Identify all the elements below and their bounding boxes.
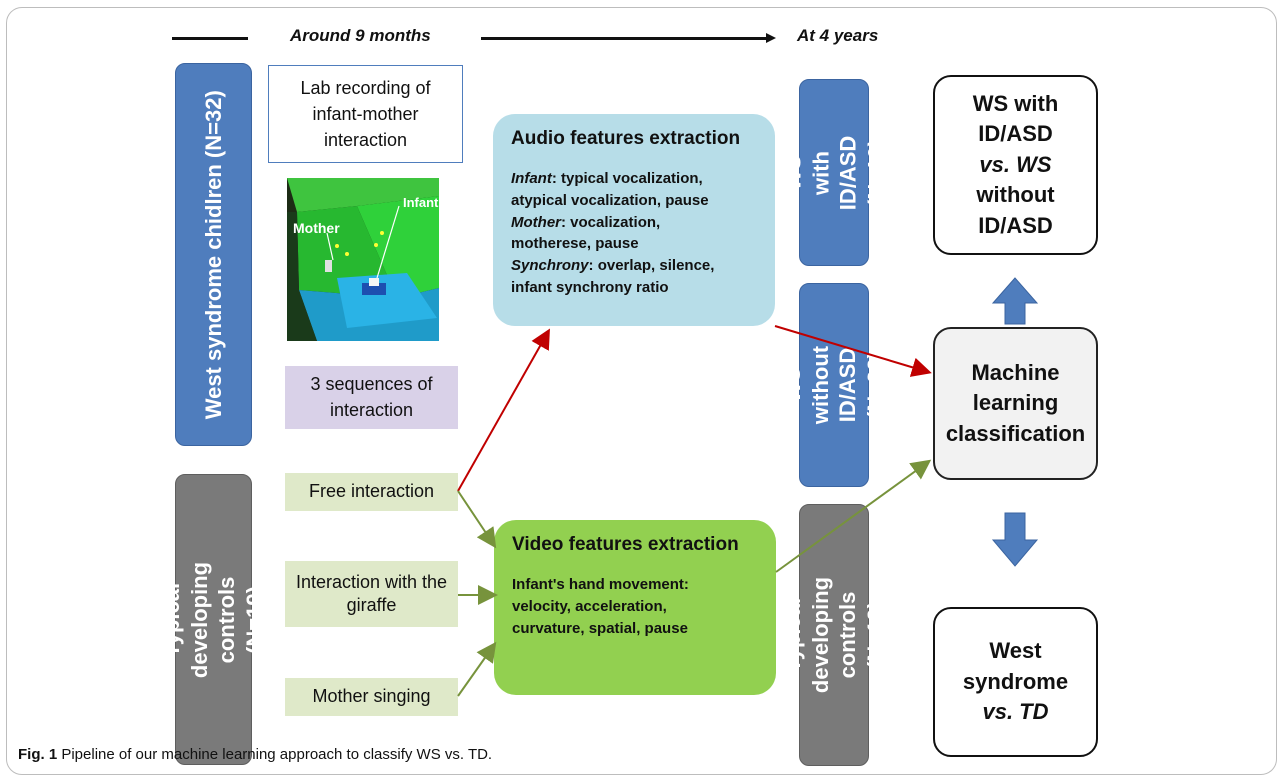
block-arrow-down <box>991 512 1039 567</box>
audio-features-list: Infant: typical vocalization, atypical v… <box>511 168 757 299</box>
arrow-audio-to-ml <box>774 325 932 377</box>
video-features-title: Video features extraction <box>512 534 739 555</box>
audio-feature-line: Synchrony: overlap, silence, <box>511 257 715 274</box>
result-line: syndrome <box>962 668 1069 694</box>
audio-feature-line: atypical vocalization, pause <box>511 191 709 209</box>
arrow-video-to-ml <box>775 459 932 573</box>
result-line: WS with <box>972 91 1059 117</box>
block-arrow-up <box>991 277 1039 325</box>
arrow-free-to-video <box>457 490 497 549</box>
lab-scene-image: Mother Infant <box>287 178 439 341</box>
td-controls-group: Typical developing controls (N=19) <box>160 474 267 765</box>
result-line: vs. TD <box>982 699 1049 725</box>
sequence-free-interaction: Free interaction <box>285 473 458 511</box>
scene-label-mother: Mother <box>293 220 340 236</box>
caption-text: Pipeline of our machine learning approac… <box>61 746 493 763</box>
result-line: without <box>976 182 1055 208</box>
timeline-arrow-head <box>766 33 776 43</box>
result-line: ID/ASD <box>978 212 1053 238</box>
timeline-start-line <box>172 37 248 40</box>
scene-label-infant: Infant <box>403 195 439 210</box>
ws-without-id-asd-group: WS without ID/ASD (N=22) <box>780 283 888 487</box>
caption-label: Fig. 1 <box>18 746 58 763</box>
result-line: ID/ASD <box>978 121 1053 147</box>
sequence-giraffe-interaction: Interaction with the giraffe <box>285 561 458 627</box>
arrow-free-to-audio <box>457 328 550 492</box>
video-feature-line: curvature, spatial, pause <box>512 619 688 637</box>
audio-features-box: Audio features extraction Infant: typica… <box>493 114 775 326</box>
video-feature-line: velocity, acceleration, <box>512 597 667 615</box>
result-line: West <box>989 638 1042 664</box>
audio-features-title: Audio features extraction <box>511 128 741 149</box>
result-ws-vs-td: West syndrome vs. TD <box>933 607 1098 757</box>
lab-recording-box: Lab recording of infant-mother interacti… <box>268 65 463 163</box>
result-ws-id-asd: WS with ID/ASD vs. WS without ID/ASD <box>933 75 1098 255</box>
timeline-arrow-line <box>481 37 768 40</box>
timeline-start-label: Around 9 months <box>290 26 431 45</box>
figure-caption: Fig. 1 Pipeline of our machine learning … <box>18 746 492 763</box>
result-line: vs. WS <box>979 151 1052 177</box>
video-features-box: Video features extraction Infant's hand … <box>494 520 776 695</box>
arrow-singing-to-video <box>457 641 497 697</box>
sequences-box: 3 sequences of interaction <box>285 366 458 429</box>
video-feature-line: Infant's hand movement: <box>512 576 689 593</box>
video-features-list: Infant's hand movement: velocity, accele… <box>512 574 758 639</box>
audio-feature-line: Infant: typical vocalization, <box>511 170 703 187</box>
audio-feature-line: motherese, pause <box>511 235 639 253</box>
audio-feature-line: Mother: vocalization, <box>511 213 661 231</box>
ws-with-id-asd-group: WS with ID/ASD (N=10) <box>780 79 888 266</box>
timeline-end-label: At 4 years <box>797 26 879 45</box>
sequence-mother-singing: Mother singing <box>285 678 458 716</box>
ml-classification-box: Machine learning classification <box>933 327 1098 480</box>
ws-children-group: West syndrome chidlren (N=32) <box>175 63 252 446</box>
figure-frame <box>6 7 1277 775</box>
audio-feature-line: infant synchrony ratio <box>511 278 669 296</box>
